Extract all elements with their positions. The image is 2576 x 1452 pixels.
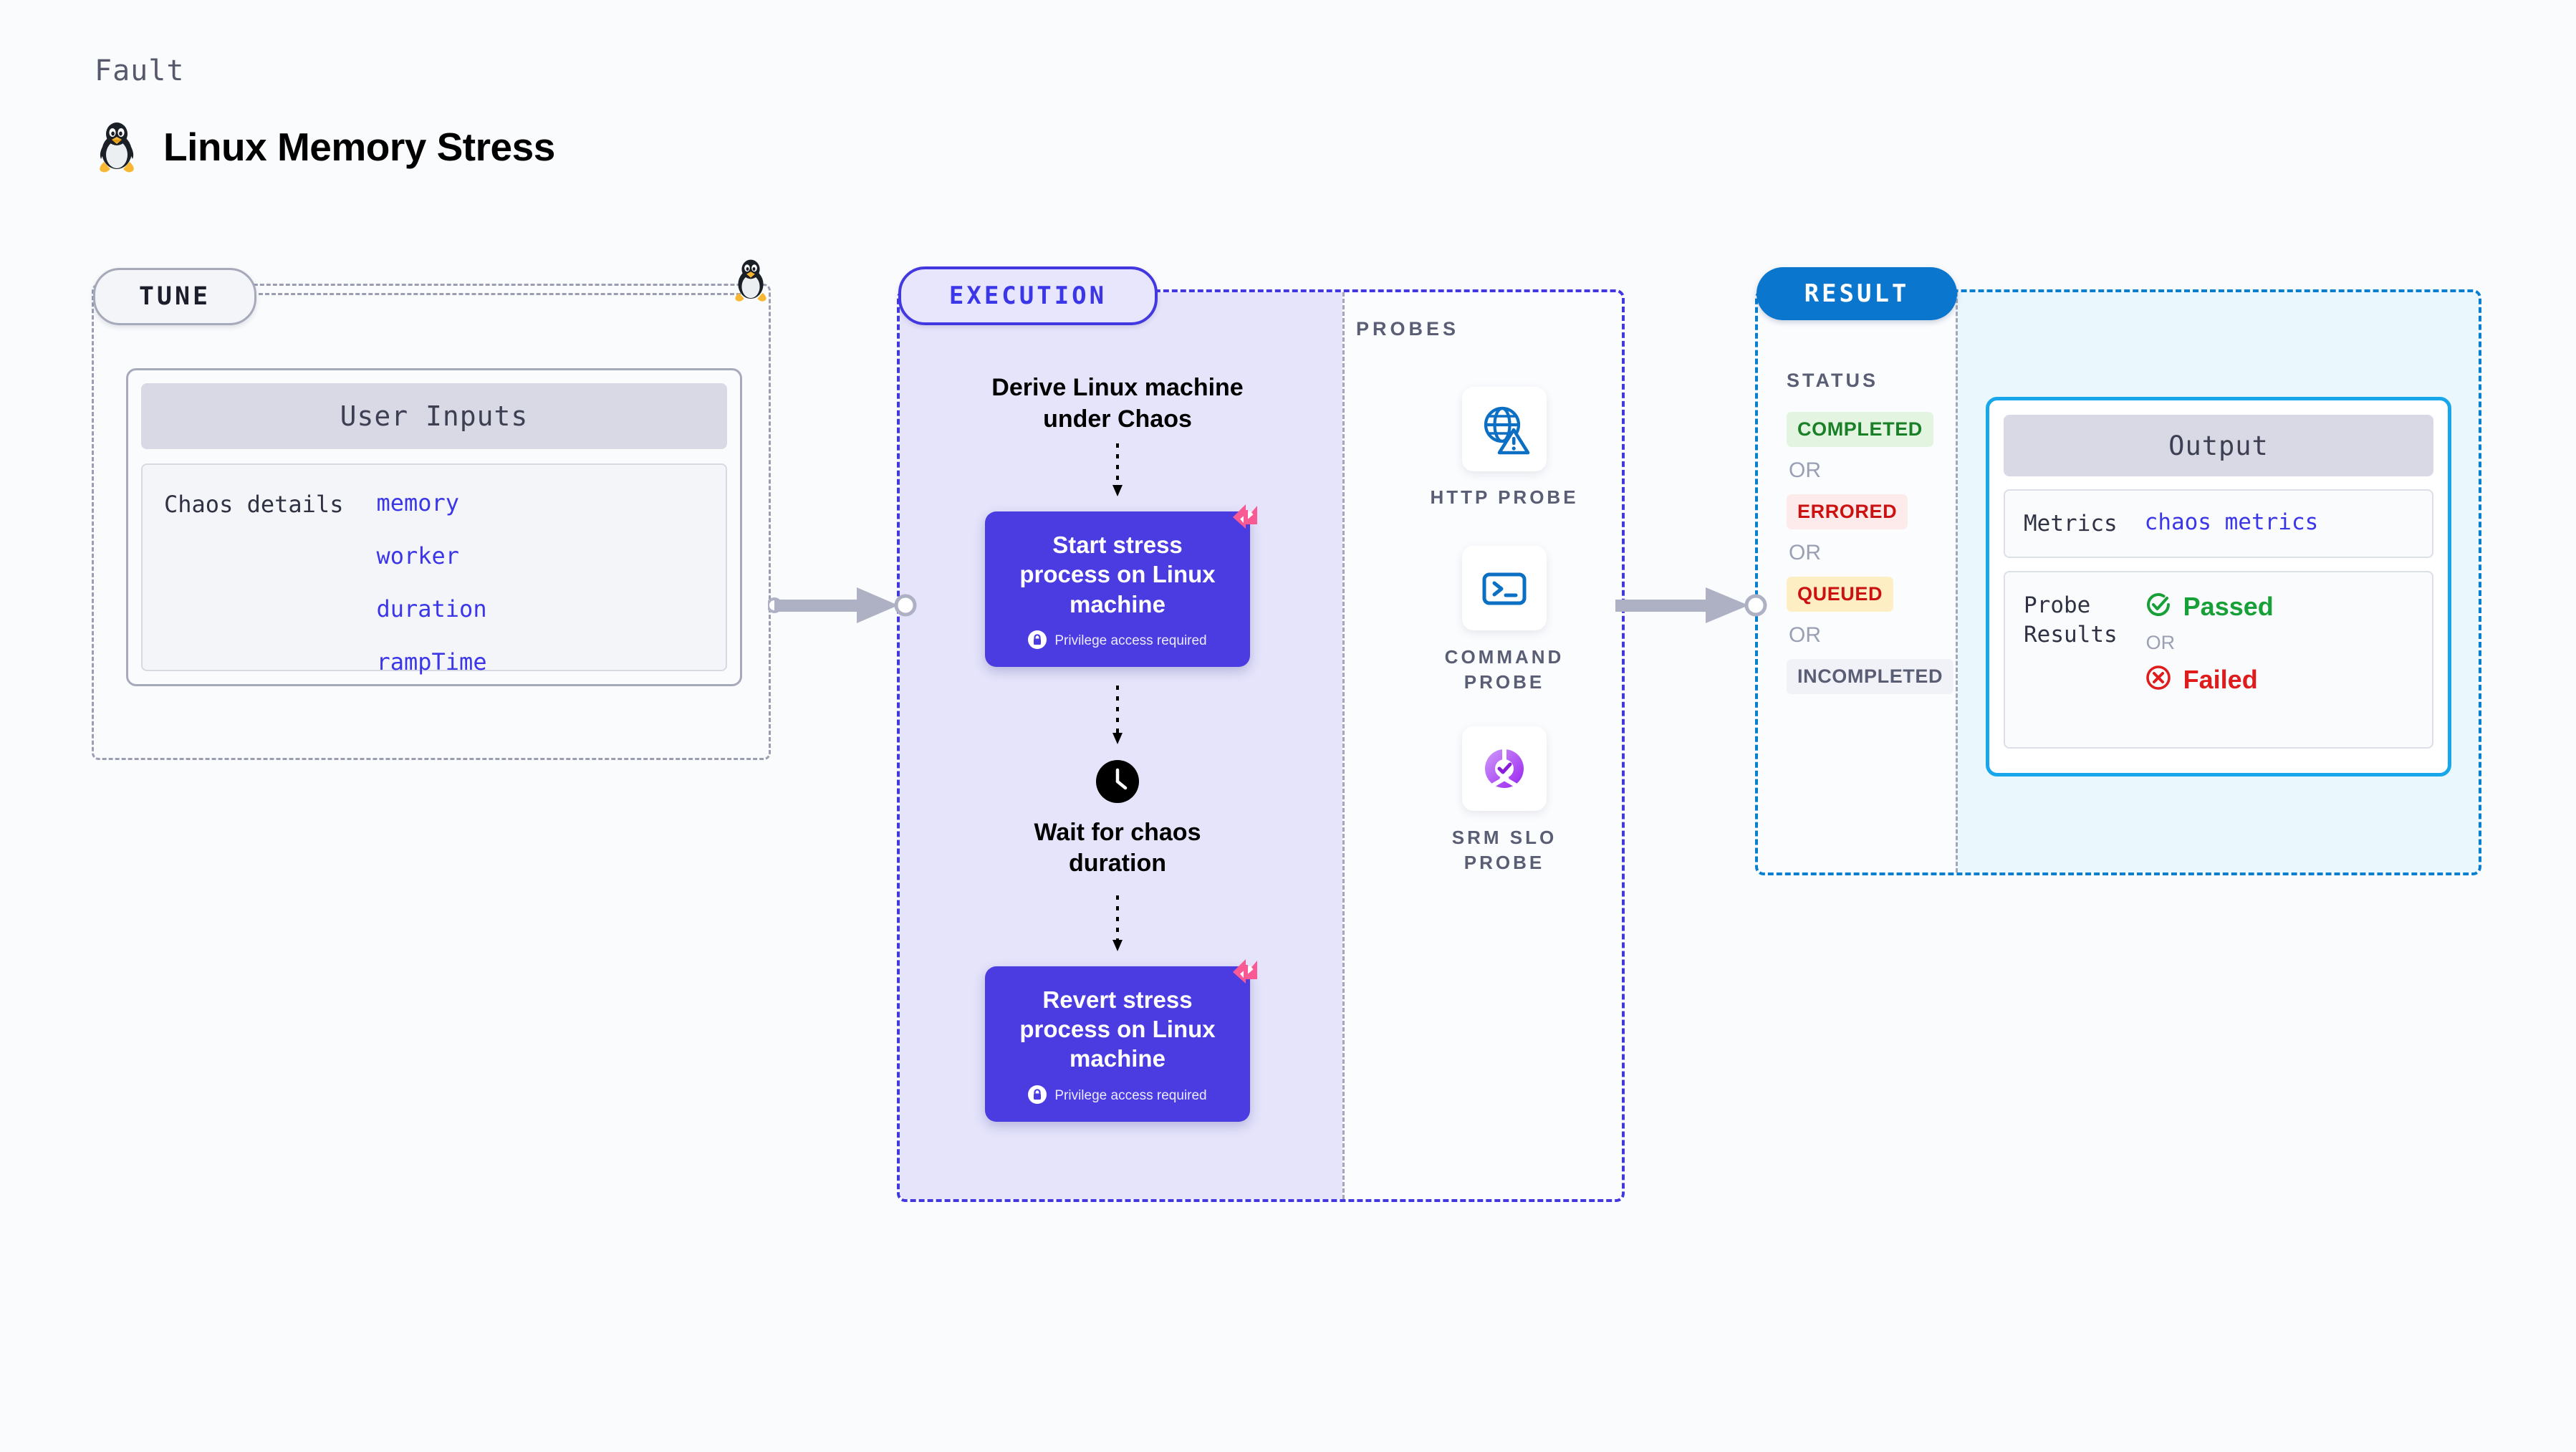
status-or-2: OR [1789,541,1821,564]
lock-icon [1028,630,1047,653]
dotted-arrow-2 [1110,685,1125,751]
output-header-label: Output [2168,430,2269,461]
execution-badge-label: EXECUTION [948,282,1107,310]
tux-penguin-icon [95,120,139,173]
execution-badge[interactable]: EXECUTION [898,266,1158,325]
step-start-stress-note-label: Privilege access required [1054,633,1207,649]
probe-item-srm-slo-label: SRM SLO PROBE [1451,826,1557,874]
probe-item-http-label: HTTP PROBE [1430,486,1579,508]
probe-item-srm-slo[interactable]: SRM SLO PROBE [1404,726,1605,875]
chaos-detail-worker[interactable]: worker [376,542,460,569]
harness-chaos-flag-icon [1224,496,1266,541]
probe-result-passed-label: Passed [2183,591,2274,621]
lock-icon [1028,1085,1047,1107]
probe-result-passed: Passed [2145,591,2274,622]
probe-result-failed: Failed [2145,664,2274,695]
chaos-detail-memory[interactable]: memory [376,489,460,516]
terminal-icon [1462,545,1547,630]
user-inputs-header: User Inputs [141,383,727,449]
probe-item-command-label: COMMAND PROBE [1444,645,1565,693]
status-or-1: OR [1789,458,1821,482]
chaos-details-box: Chaos details memory worker duration ram… [141,463,727,675]
page-kicker: Fault [95,54,185,87]
status-badge-queued: QUEUED [1787,577,1894,612]
result-badge-label: RESULT [1804,279,1910,308]
probes-title: PROBES [1356,318,1460,340]
user-inputs-header-label: User Inputs [340,400,529,432]
probe-item-http[interactable]: HTTP PROBE [1404,387,1605,510]
dotted-arrow-1 [1110,443,1125,503]
probe-item-command[interactable]: COMMAND PROBE [1404,545,1605,695]
probe-result-or: OR [2145,632,2176,654]
output-probe-results-values: Passed OR Failed [2145,591,2274,729]
output-probe-results-row: Probe Results Passed OR [2004,571,2433,749]
tune-top-dashed-line [252,293,754,295]
page-title-row: Linux Memory Stress [95,120,555,173]
globe-warning-icon [1462,387,1547,471]
status-or-3: OR [1789,623,1821,647]
probes-list: HTTP PROBE COMMAND PROBE [1404,387,1605,875]
status-badge-errored: ERRORED [1787,494,1908,529]
user-inputs-card: User Inputs Chaos details memory worker … [126,368,742,686]
slo-donut-check-icon [1462,726,1547,811]
tune-badge[interactable]: TUNE [93,268,256,325]
output-header: Output [2004,415,2433,476]
clock-icon [1095,759,1140,807]
chaos-details-label: Chaos details [164,491,344,518]
result-badge[interactable]: RESULT [1756,267,1957,320]
chaos-detail-duration[interactable]: duration [376,595,487,622]
harness-chaos-flag-icon [1224,951,1266,996]
tune-badge-label: TUNE [138,282,211,311]
output-metrics-row: Metrics chaos metrics [2004,489,2433,559]
output-probe-results-key: Probe Results [2024,592,2118,648]
probe-result-failed-label: Failed [2183,664,2258,694]
step-revert-stress-note: Privilege access required [999,1085,1236,1107]
status-badge-completed: COMPLETED [1787,412,1933,447]
dotted-arrow-3 [1110,895,1125,958]
result-status-title: STATUS [1787,370,1878,391]
tux-penguin-icon [732,258,769,302]
chaos-detail-ramptime[interactable]: rampTime [376,648,487,675]
output-metrics-value[interactable]: chaos metrics [2144,509,2319,535]
output-card: Output Metrics chaos metrics Probe Resul… [1986,397,2451,777]
chaos-details-values: memory worker duration rampTime [376,489,487,675]
result-status-column: STATUS COMPLETED OR ERRORED OR QUEUED OR… [1787,370,1966,694]
x-circle-icon [2145,664,2172,695]
step-revert-stress-note-label: Privilege access required [1054,1088,1207,1104]
arrow-execution-to-result [1615,582,1777,633]
output-metrics-key: Metrics [2024,511,2118,537]
step-start-stress-note: Privilege access required [999,630,1236,653]
status-badge-incompleted: INCOMPLETED [1787,659,1954,694]
probes-divider [1342,292,1345,1199]
page-title: Linux Memory Stress [163,125,555,169]
result-divider [1956,292,1958,872]
tune-panel [92,284,771,760]
arrow-tune-to-execution [766,582,918,633]
check-circle-icon [2145,591,2172,622]
